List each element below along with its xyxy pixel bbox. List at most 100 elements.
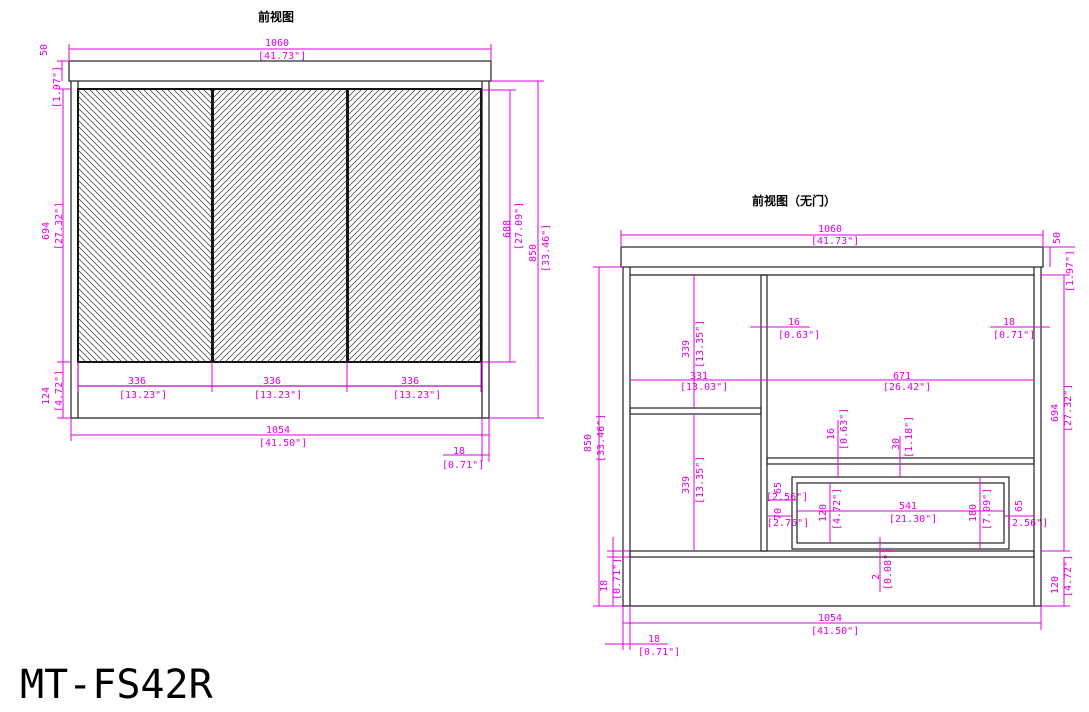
open-dim-side-thickness: 18 [0.71"]: [605, 606, 680, 658]
svg-text:2: 2: [871, 574, 882, 580]
svg-text:65: 65: [1014, 500, 1025, 512]
front-dim-door-widths: 336 [13.23"] 336 [13.23"] 336 [13.23"]: [77, 362, 482, 401]
svg-text:[4.72"]: [4.72"]: [54, 370, 65, 412]
svg-text:688: 688: [502, 220, 513, 238]
svg-text:[13.23"]: [13.23"]: [393, 390, 441, 401]
svg-text:70: 70: [773, 508, 784, 520]
svg-text:339: 339: [681, 476, 692, 494]
front-dim-side-thickness: 18 [0.71"]: [442, 418, 490, 471]
svg-text:[0.71"]: [0.71"]: [442, 460, 484, 471]
svg-text:[27.32"]: [27.32"]: [1063, 384, 1074, 432]
svg-text:[13.23"]: [13.23"]: [119, 390, 167, 401]
open-dim-bottom-board: 18 [0.71"]: [599, 537, 630, 606]
open-dim-right-side: 18 [0.71"]: [990, 317, 1050, 341]
svg-text:[13.35"]: [13.35"]: [695, 320, 706, 368]
open-dim-partition: 16 [0.63"]: [750, 317, 820, 341]
model-number: MT-FS42R: [20, 662, 214, 708]
door-middle: [212, 88, 348, 363]
svg-text:[33.46"]: [33.46"]: [541, 224, 552, 272]
open-top-board: [620, 246, 1044, 268]
svg-text:1060: 1060: [818, 224, 842, 235]
svg-text:850: 850: [583, 434, 594, 452]
door-width-3: 336: [401, 376, 419, 387]
svg-text:671: 671: [893, 371, 911, 382]
svg-text:694: 694: [41, 222, 52, 240]
svg-text:18: 18: [1003, 317, 1015, 328]
svg-text:[13.23"]: [13.23"]: [254, 390, 302, 401]
svg-text:[4.72"]: [4.72"]: [832, 488, 843, 530]
open-dim-drawer-right-gap: 65 [2.56"]: [1004, 500, 1048, 529]
svg-text:1054: 1054: [818, 613, 842, 624]
svg-text:180: 180: [968, 504, 979, 522]
door-right: [347, 88, 482, 363]
open-dim-top-thickness: 50 [1.97"]: [1043, 232, 1076, 292]
svg-text:[0.63"]: [0.63"]: [839, 408, 850, 450]
open-dim-drawer-left-offset: 70 [2.76"]: [767, 508, 809, 529]
svg-text:120: 120: [1050, 576, 1061, 594]
svg-text:1060: 1060: [265, 38, 289, 49]
svg-text:18: 18: [648, 634, 660, 645]
svg-text:[13.35"]: [13.35"]: [695, 456, 706, 504]
svg-text:[21.30"]: [21.30"]: [889, 514, 937, 525]
svg-text:[2.56"]: [2.56"]: [1006, 518, 1048, 529]
open-left-shelf: [629, 407, 762, 415]
open-dim-gap-top: 30 [1.18"]: [891, 416, 915, 477]
open-dim-drawer-width: 541 [21.30"]: [797, 501, 1004, 525]
door-width-1: 336: [128, 376, 146, 387]
open-dim-shelf-thickness: 16 [0.63"]: [826, 408, 850, 477]
front-dim-top-thickness: 50 [1.97"]: [39, 44, 69, 108]
svg-text:[4.72"]: [4.72"]: [1063, 555, 1074, 597]
open-dim-upper-shelf: 339 [13.35"]: [681, 275, 706, 408]
svg-text:[13.03"]: [13.03"]: [680, 382, 728, 393]
svg-text:[2.76"]: [2.76"]: [767, 518, 809, 529]
open-dim-width: 1060 [41.73"]: [620, 224, 1044, 247]
front-dim-door-height: 694 [27.32"]: [41, 88, 71, 363]
svg-text:18: 18: [453, 446, 465, 457]
svg-text:541: 541: [899, 501, 917, 512]
svg-text:[1.97"]: [1.97"]: [52, 66, 63, 108]
front-view-title: 前视图: [258, 9, 294, 24]
svg-text:[1.18"]: [1.18"]: [904, 416, 915, 458]
svg-text:[2.56"]: [2.56"]: [766, 492, 808, 503]
svg-text:[26.42"]: [26.42"]: [883, 382, 931, 393]
door-width-2: 336: [263, 376, 281, 387]
open-partition: [760, 274, 768, 552]
open-view-title: 前视图（无门）: [752, 193, 836, 208]
open-dim-toe: 120 [4.72"]: [1041, 555, 1074, 607]
front-dim-door-inner: 688 [27.09"]: [482, 89, 525, 363]
svg-text:694: 694: [1050, 404, 1061, 422]
svg-text:65: 65: [773, 482, 784, 494]
svg-text:[33.46"]: [33.46"]: [596, 414, 607, 462]
svg-text:[27.09"]: [27.09"]: [514, 202, 525, 250]
svg-text:[41.50"]: [41.50"]: [811, 626, 859, 637]
svg-text:[41.50"]: [41.50"]: [259, 438, 307, 449]
svg-text:[0.71"]: [0.71"]: [993, 330, 1035, 341]
svg-text:[41.73"]: [41.73"]: [811, 236, 859, 247]
open-dim-bay-widths: 331 [13.03"] 671 [26.42"]: [630, 371, 1034, 393]
svg-text:16: 16: [826, 428, 837, 440]
svg-text:[1.97"]: [1.97"]: [1065, 250, 1076, 292]
front-dim-width: 1060 [41.73"]: [68, 38, 492, 62]
svg-text:18: 18: [599, 580, 610, 592]
svg-text:120: 120: [818, 504, 829, 522]
svg-text:[0.71"]: [0.71"]: [638, 647, 680, 658]
svg-text:[7.09"]: [7.09"]: [982, 488, 993, 530]
open-dim-lower-shelf: 339 [13.35"]: [681, 414, 706, 551]
svg-text:339: 339: [681, 340, 692, 358]
svg-text:50: 50: [39, 44, 50, 56]
open-dim-total-height: 850 [33.46"]: [583, 266, 623, 607]
svg-text:331: 331: [690, 371, 708, 382]
open-dim-drawer-left-gap: 65 [2.56"]: [766, 482, 808, 503]
front-top-board: [68, 60, 492, 82]
open-dim-gap-bottom: 2 [0.08"]: [871, 537, 894, 592]
front-dim-base-width: 1054 [41.50"]: [70, 418, 490, 449]
svg-text:[0.08"]: [0.08"]: [883, 548, 894, 590]
front-dim-total-height: 850 [33.46"]: [489, 80, 552, 419]
open-dim-inner-height: 694 [27.32"]: [1041, 274, 1074, 552]
svg-text:1054: 1054: [266, 425, 290, 436]
svg-text:[0.63"]: [0.63"]: [778, 330, 820, 341]
front-dim-toe: 124 [4.72"]: [41, 362, 71, 419]
svg-text:30: 30: [891, 438, 902, 450]
svg-text:[41.73"]: [41.73"]: [258, 51, 306, 62]
